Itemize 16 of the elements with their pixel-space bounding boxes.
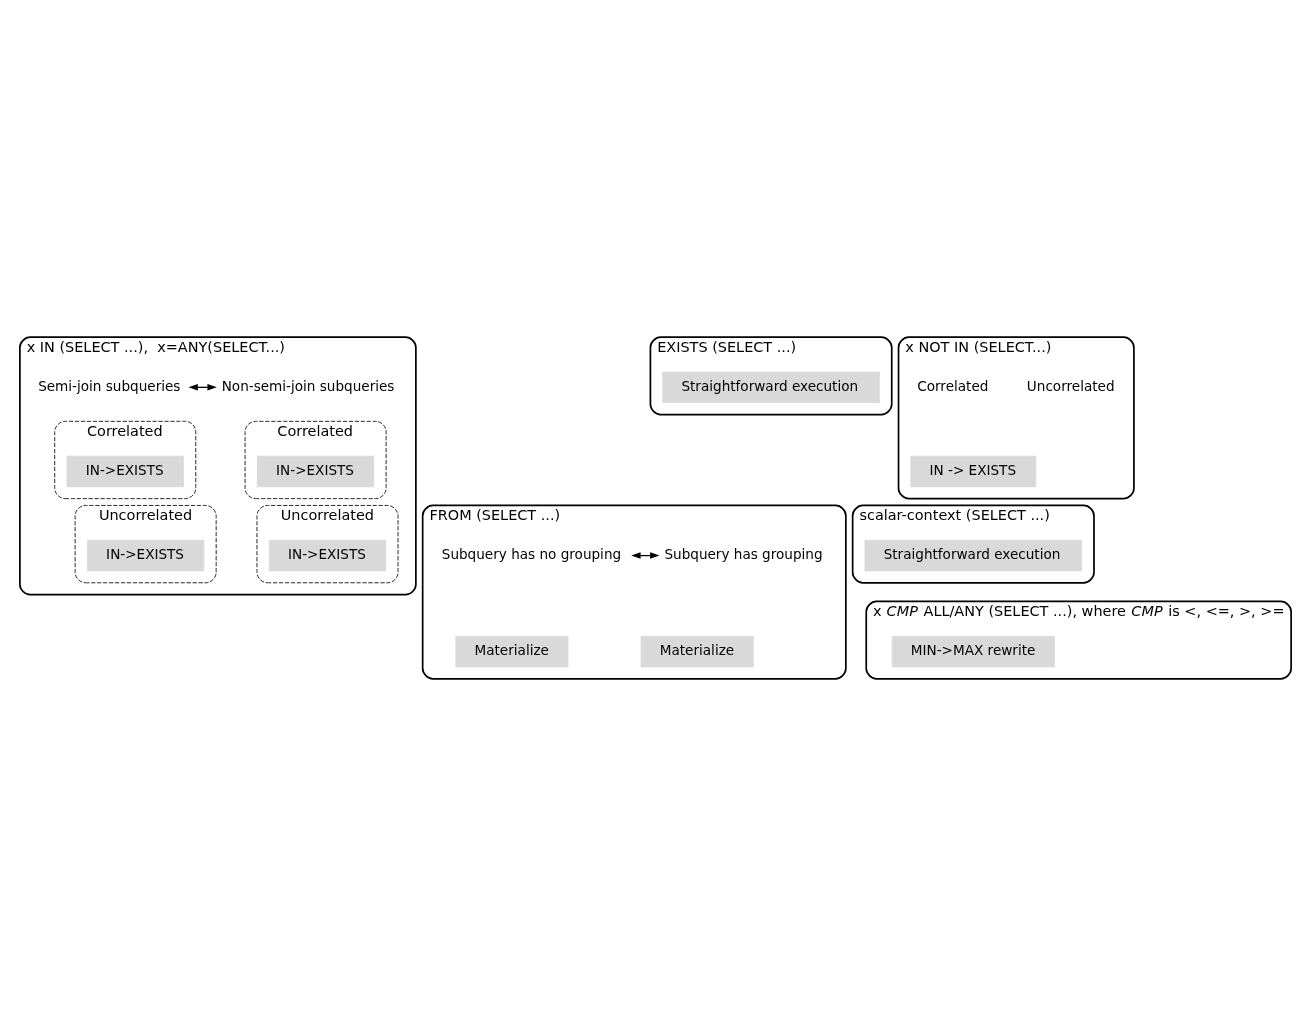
node-text: Subquery has grouping xyxy=(664,545,823,562)
node-text: Non-semi-join subqueries xyxy=(221,377,395,394)
node-box: IN->EXISTS xyxy=(87,539,205,572)
node-box: Materialize xyxy=(640,635,754,668)
node-box: IN->EXISTS xyxy=(268,539,387,572)
node-box: Materialize xyxy=(455,635,569,668)
node-box: IN->EXISTS xyxy=(66,455,184,488)
node-box: IN->EXISTS xyxy=(256,455,375,488)
label: Correlated xyxy=(917,377,989,394)
node-box: IN -> EXISTS xyxy=(910,455,1037,488)
node-box: Straightforward execution xyxy=(864,539,1083,572)
label: Uncorrelated xyxy=(1026,377,1115,394)
node-text: Subquery has no grouping xyxy=(441,545,622,562)
node-box: Straightforward execution xyxy=(662,371,880,404)
node-text: Semi-join subqueries xyxy=(38,377,181,394)
node-box: MIN->MAX rewrite xyxy=(891,635,1055,668)
